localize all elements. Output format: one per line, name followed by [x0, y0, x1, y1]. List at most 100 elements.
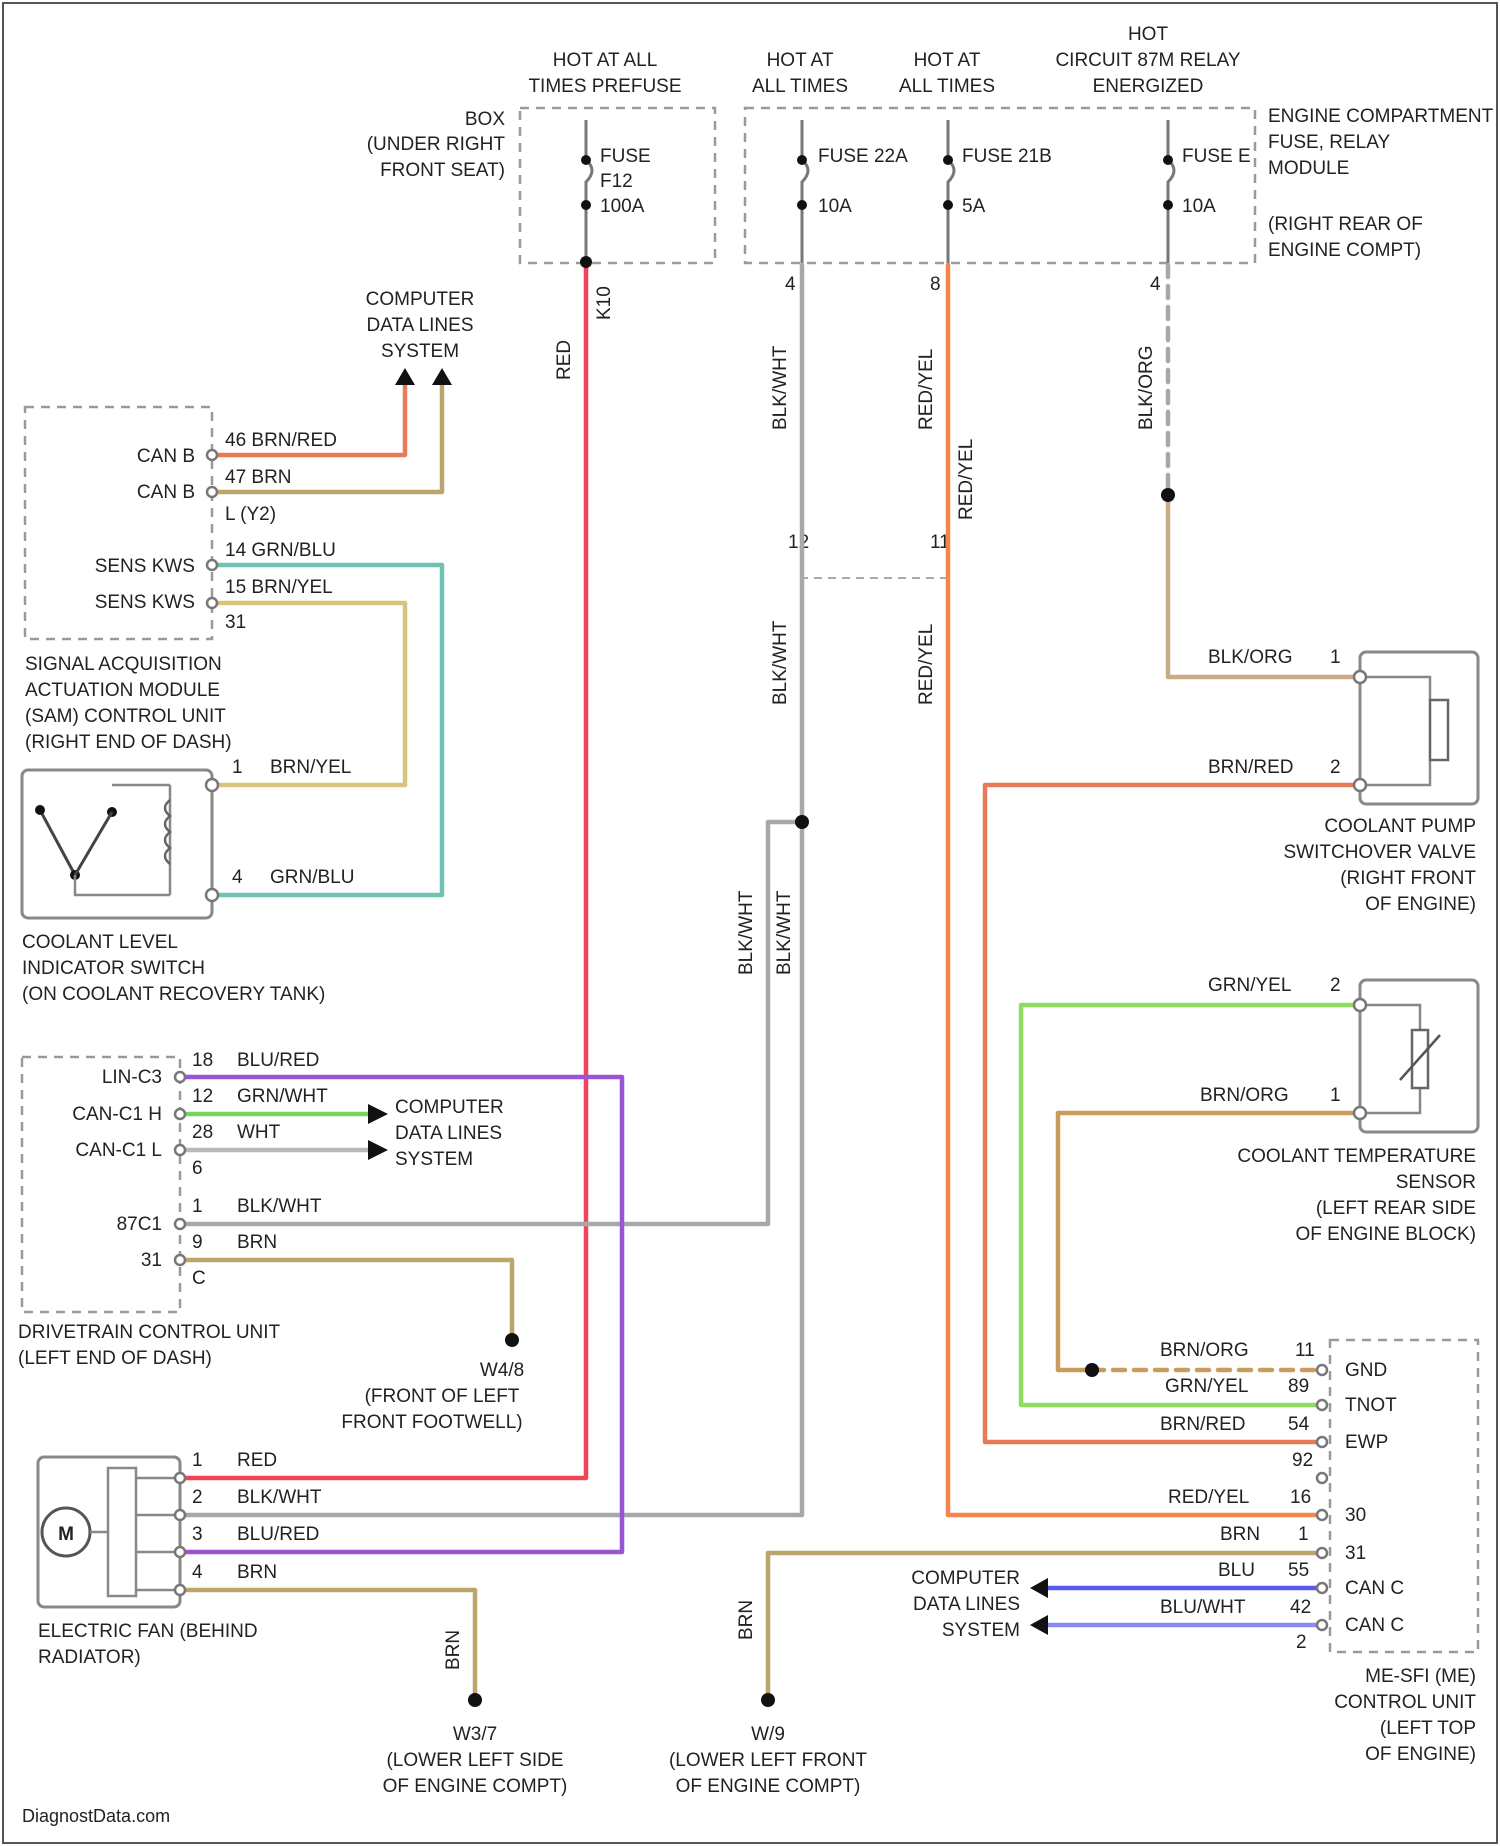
watermark: DiagnostData.com: [22, 1806, 170, 1826]
me-label: ME-SFI (ME) CONTROL UNIT (LEFT TOP OF EN…: [1334, 1666, 1476, 1765]
sam-pin-canb-1: CAN B: [137, 446, 195, 467]
efm-label-3: MODULE: [1268, 158, 1349, 179]
hot-relay-line2: CIRCUIT 87M RELAY: [1055, 50, 1240, 71]
vlabel-redyel-3: RED/YEL: [916, 624, 937, 705]
hot-all2-line1: HOT AT: [914, 50, 981, 71]
coolant-temp-sensor: GRN/YEL 2 BRN/ORG 1: [1200, 975, 1478, 1132]
hot-prefuse-line2: TIMES PREFUSE: [528, 76, 681, 97]
dt-pin-87c1: 87C1: [117, 1214, 162, 1235]
w4-label-3: FRONT FOOTWELL): [341, 1412, 522, 1433]
pin-num-3: 4: [1150, 274, 1161, 295]
cl-pin-1: 1: [232, 757, 243, 778]
hot-labels: HOT AT ALL TIMES PREFUSE HOT AT ALL TIME…: [528, 24, 1240, 97]
me-label-2: CONTROL UNIT: [1334, 1692, 1476, 1713]
pump-w-blkorg: BLK/ORG: [1208, 647, 1292, 668]
wire-redyel-me30: [948, 265, 1322, 1515]
dt-w-blkwht: BLK/WHT: [237, 1196, 322, 1217]
cl-wire-4: GRN/BLU: [270, 867, 354, 888]
efm-loc-2: ENGINE COMPT): [1268, 240, 1421, 261]
engine-fuse-label: ENGINE COMPARTMENT FUSE, RELAY MODULE (R…: [1268, 106, 1494, 261]
cdl-bot-3: SYSTEM: [942, 1620, 1020, 1641]
vlabel-redyel-1: RED/YEL: [916, 349, 937, 430]
splice-dots: [580, 256, 1175, 1377]
w3-label-1: W3/7: [453, 1724, 497, 1745]
dt-pin-canl: CAN-C1 L: [75, 1140, 162, 1161]
coolant-level-label: COOLANT LEVEL INDICATOR SWITCH (ON COOLA…: [22, 932, 325, 1005]
pump-label-1: COOLANT PUMP: [1324, 816, 1476, 837]
me-pin-ewp: EWP: [1345, 1432, 1388, 1453]
me-w-blu: BLU: [1218, 1560, 1255, 1581]
coolant-pump-label: COOLANT PUMP SWITCHOVER VALVE (RIGHT FRO…: [1284, 816, 1477, 915]
hot-relay-line1: HOT: [1128, 24, 1169, 45]
sam-wire-6: 31: [225, 612, 246, 633]
temp-w-grnyel: GRN/YEL: [1208, 975, 1291, 996]
fuse-e-2: 10A: [1182, 196, 1216, 217]
engine-fuse-box: [745, 108, 1255, 263]
me-w-redyel: RED/YEL: [1168, 1487, 1249, 1508]
top-connector-pins: 4 8 4 12 11: [785, 274, 1161, 578]
cl-pin-4: 4: [232, 867, 243, 888]
me-w-92: 92: [1292, 1450, 1313, 1471]
efm-loc-1: (RIGHT REAR OF: [1268, 214, 1423, 235]
w4-label-1: W4/8: [480, 1360, 524, 1381]
ground-w3: W3/7 (LOWER LEFT SIDE OF ENGINE COMPT): [383, 1693, 568, 1797]
vlabel-blkorg: BLK/ORG: [1136, 346, 1157, 430]
fuse-21b-1: FUSE 21B: [962, 146, 1052, 167]
dt-w-18: 18: [192, 1050, 213, 1071]
hot-all2-line2: ALL TIMES: [899, 76, 995, 97]
sam-label-3: (SAM) CONTROL UNIT: [25, 706, 226, 727]
me-control-box: [1330, 1340, 1478, 1652]
dt-pin-lin: LIN-C3: [102, 1067, 162, 1088]
dt-w-wht: WHT: [237, 1122, 281, 1143]
dt-label-2: (LEFT END OF DASH): [18, 1348, 212, 1369]
box-under-seat-label: BOX (UNDER RIGHT FRONT SEAT): [367, 109, 506, 181]
dt-pin-31: 31: [141, 1250, 162, 1271]
fan-w-blkwht: BLK/WHT: [237, 1487, 322, 1508]
cdl-top-2: DATA LINES: [367, 315, 474, 336]
sam-wire-1: 46 BRN/RED: [225, 430, 337, 451]
me-w-55: 55: [1288, 1560, 1309, 1581]
dt-w-12: 12: [192, 1086, 213, 1107]
temp-label-2: SENSOR: [1396, 1172, 1476, 1193]
dt-w-28: 28: [192, 1122, 213, 1143]
temp-label-3: (LEFT REAR SIDE: [1316, 1198, 1476, 1219]
pump-pin-1: 1: [1330, 647, 1341, 668]
vlabel-redyel-2: RED/YEL: [956, 439, 977, 520]
cl-label-2: INDICATOR SWITCH: [22, 958, 205, 979]
cdl-mid-1: COMPUTER: [395, 1097, 504, 1118]
cl-wire-1: BRN/YEL: [270, 757, 351, 778]
me-w-89: 89: [1288, 1376, 1309, 1397]
w3-label-3: OF ENGINE COMPT): [383, 1776, 568, 1797]
pump-label-2: SWITCHOVER VALVE: [1284, 842, 1477, 863]
me-pin-canc-2: CAN C: [1345, 1615, 1404, 1636]
wire-brn-w3: [180, 1590, 475, 1697]
fan-label-2: RADIATOR): [38, 1647, 141, 1668]
drivetrain-box: [22, 1057, 180, 1312]
fuse-e-1: FUSE E: [1182, 146, 1251, 167]
cl-label-3: (ON COOLANT RECOVERY TANK): [22, 984, 325, 1005]
me-label-4: OF ENGINE): [1365, 1744, 1476, 1765]
fuse-21b-2: 5A: [962, 196, 986, 217]
switch-blade-icon: [40, 810, 75, 875]
vlabel-blkwht-3: BLK/WHT: [736, 890, 757, 975]
w3-label-2: (LOWER LEFT SIDE: [386, 1750, 563, 1771]
w2-label-2: (LOWER LEFT FRONT: [669, 1750, 867, 1771]
temp-pin-2: 2: [1330, 975, 1341, 996]
fan-pin-3: 3: [192, 1524, 203, 1545]
pin-num-1: 4: [785, 274, 796, 295]
pump-label-4: OF ENGINE): [1365, 894, 1476, 915]
fuse-f12-1: FUSE: [600, 146, 651, 167]
sam-wire-4: 14 GRN/BLU: [225, 540, 336, 561]
coolant-temp-label: COOLANT TEMPERATURE SENSOR (LEFT REAR SI…: [1237, 1146, 1476, 1245]
dt-w-6: 6: [192, 1158, 203, 1179]
sam-label: SIGNAL ACQUISITION ACTUATION MODULE (SAM…: [25, 654, 232, 753]
drivetrain-pins: LIN-C3 CAN-C1 H CAN-C1 L 87C1 31 18 BLU/…: [72, 1050, 328, 1289]
dt-label-1: DRIVETRAIN CONTROL UNIT: [18, 1322, 281, 1343]
me-w-brnorg: BRN/ORG: [1160, 1340, 1249, 1361]
cdl-mid-3: SYSTEM: [395, 1149, 473, 1170]
me-w-2: 2: [1296, 1632, 1307, 1653]
cdl-mid-2: DATA LINES: [395, 1123, 502, 1144]
fan-pin-2: 2: [192, 1487, 203, 1508]
ground-w3-icon: [468, 1693, 482, 1707]
